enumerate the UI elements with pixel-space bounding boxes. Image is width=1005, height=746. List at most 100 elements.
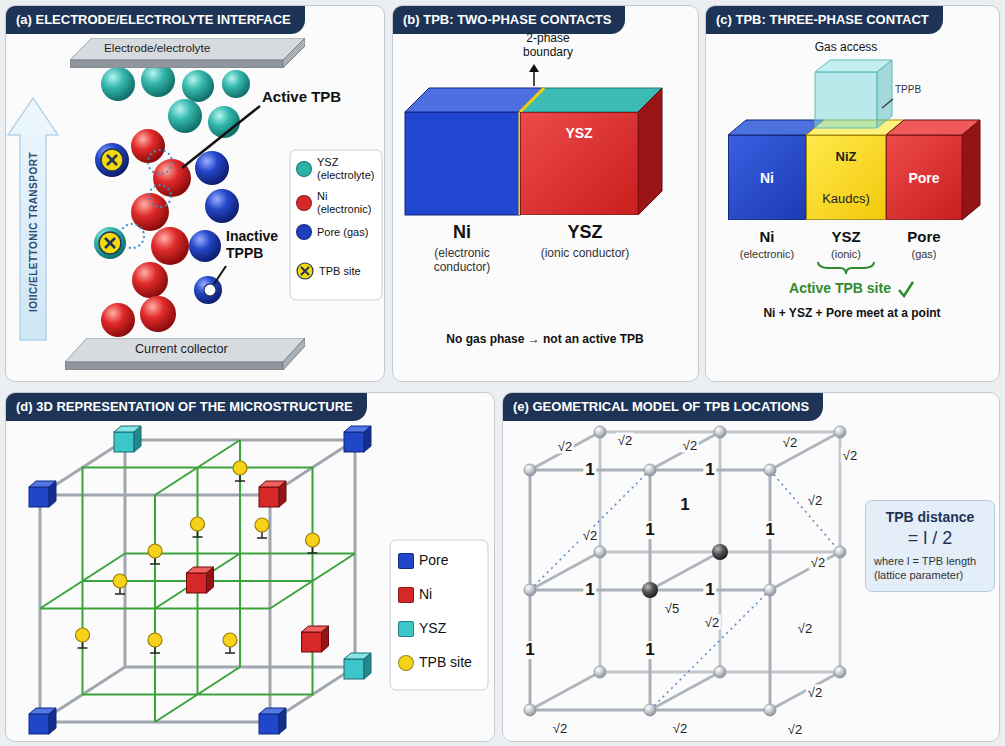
ysz-particle <box>101 67 135 101</box>
pore-cube <box>29 708 56 734</box>
tpb-dot <box>191 517 205 537</box>
pore-particle <box>205 189 239 223</box>
illustration-part <box>764 584 776 596</box>
pore-cube: Pore <box>886 135 962 220</box>
leader-line <box>182 106 260 168</box>
pore-particle <box>194 276 222 304</box>
transport-arrow <box>8 98 58 340</box>
tpb-grid <box>40 440 355 722</box>
check-mark <box>899 282 913 296</box>
tpb-dot <box>148 633 162 653</box>
label-text: Ni <box>760 228 775 245</box>
ysz-cube: YSZ <box>520 112 638 215</box>
panel-ground <box>5 392 495 742</box>
label-text: 1 <box>583 461 596 479</box>
panel: (b) TPB: TWO-PHASE CONTACTS YSZ <box>392 5 699 382</box>
illustration-part <box>644 704 656 716</box>
label-text: Active TPB site <box>789 280 891 296</box>
ni-cube <box>187 567 214 593</box>
ysz-particle <box>141 63 175 97</box>
ni-cube: Ni <box>728 135 806 220</box>
pore-particle <box>95 143 129 177</box>
tpb-symbol-cross <box>301 267 309 275</box>
legend-text: TPB site <box>319 265 383 278</box>
legend-row: Ni (electronic) <box>296 190 381 216</box>
label-text: √2 <box>809 555 827 570</box>
label-text: √2 <box>703 615 721 630</box>
node-text: (d) 3D REPRESENTATION OF THE MICROSTRUCT… <box>6 393 367 421</box>
pore-particle <box>195 151 229 185</box>
legend-swatch <box>398 553 414 569</box>
ysz-cube <box>344 653 371 679</box>
legend-swatch <box>296 195 312 211</box>
leader-line <box>214 266 226 284</box>
label-text: √2 <box>671 721 689 736</box>
legend-frame <box>390 540 488 690</box>
node-text: Current collector <box>65 338 305 358</box>
ysz-cube <box>114 426 141 452</box>
arrow-head <box>529 64 539 72</box>
tpb-dot <box>113 574 127 594</box>
ni-particle <box>132 262 168 298</box>
panel-ground <box>705 5 1000 382</box>
label-text: (electronic) <box>740 248 794 260</box>
slab-side <box>283 338 305 370</box>
gas-prism <box>815 72 877 128</box>
pore-particle <box>189 230 221 262</box>
electrode-slab: Electrode/electrolyte <box>70 38 305 68</box>
label-text: (ionic) <box>831 248 861 260</box>
illustration-part <box>714 426 726 438</box>
slab-front <box>70 60 283 68</box>
legend-text: Pore <box>419 552 449 569</box>
label-text: 1 <box>643 521 656 539</box>
collector-slab: Current collector <box>65 338 305 370</box>
node-text: (b) TPB: TWO-PHASE CONTACTS <box>393 6 625 34</box>
gas-prism <box>877 60 892 128</box>
ysz-cube: NiZKaudcs) <box>806 135 886 220</box>
legend-row: YSZ <box>398 620 446 637</box>
legend-text: YSZ (electrolyte) <box>317 156 381 182</box>
node-text: Electrode/electrolyte <box>70 38 305 56</box>
label-text: √2 <box>556 439 574 454</box>
ni-cube <box>302 626 329 652</box>
pore-cube <box>259 708 286 734</box>
boundary-line <box>520 88 544 112</box>
legend-row: TPB site <box>398 654 472 671</box>
node-text: Pore <box>908 170 939 186</box>
legend-text: TPB site <box>419 654 472 671</box>
label-text: 1 <box>703 581 716 599</box>
ysz-cube-side <box>638 88 662 215</box>
legend-text: YSZ <box>419 620 446 637</box>
label-text: √2 <box>841 448 859 463</box>
illustration-part <box>594 666 606 678</box>
panel-ground <box>392 5 699 382</box>
ni-particle <box>140 296 176 332</box>
lattice-frame <box>40 440 355 722</box>
info-box: TPB distance= l / 2where l = TPB length … <box>865 500 995 592</box>
tpb-ring <box>120 224 144 248</box>
slab-side <box>283 38 305 68</box>
inactive-site <box>204 284 216 296</box>
panel-ground <box>5 5 385 382</box>
lattice-back <box>600 432 840 672</box>
tpb-center <box>712 544 728 560</box>
tpb-ring <box>149 185 171 207</box>
label-text: 1 <box>583 581 596 599</box>
tpb-dot <box>148 544 162 564</box>
illustration-part <box>764 464 776 476</box>
illustration-part <box>594 546 606 558</box>
tpb-center <box>642 582 658 598</box>
node-text: Ni <box>760 170 774 186</box>
legend-swatch <box>398 621 414 637</box>
tpb-ring <box>148 150 172 174</box>
label-text: IOIIC/ELETTONIC TRANSPORT <box>28 152 39 312</box>
brace <box>818 262 874 274</box>
label-text: √2 <box>581 528 599 543</box>
label-text: TPPB <box>895 84 921 95</box>
label-text: Pore <box>907 228 940 245</box>
panel-ground <box>502 392 1000 742</box>
illustration-part <box>834 546 846 558</box>
pore-cube <box>29 481 56 507</box>
ysz-particle <box>168 99 202 133</box>
ni-cube <box>259 481 286 507</box>
